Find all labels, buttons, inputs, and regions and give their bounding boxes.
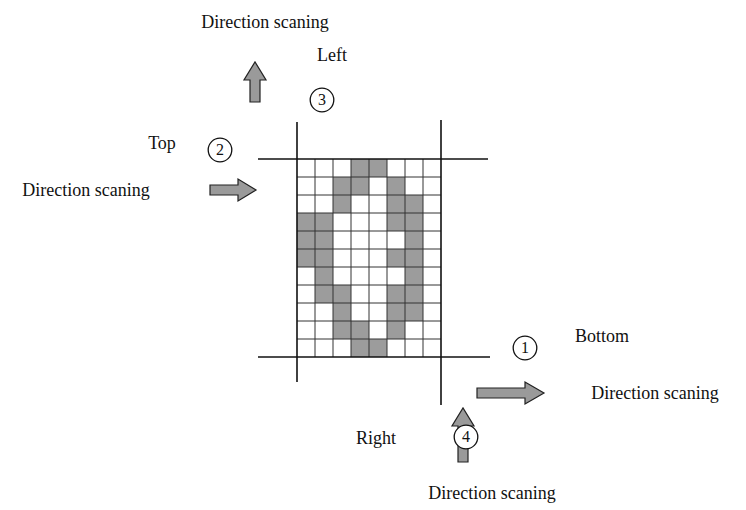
grid-lines xyxy=(297,159,441,357)
direction-label: Direction scaning xyxy=(428,484,555,502)
direction-label: Direction scaning xyxy=(201,13,328,31)
side-label: Bottom xyxy=(575,327,629,345)
step-circle: 3 xyxy=(309,87,335,113)
side-label: Top xyxy=(148,134,176,152)
direction-label: Direction scaning xyxy=(591,384,718,402)
boundary-lines xyxy=(258,120,490,405)
callout-number: 3 xyxy=(309,87,335,113)
callout-number: 2 xyxy=(207,137,233,163)
scan-arrows xyxy=(210,62,544,462)
step-circle: 2 xyxy=(207,137,233,163)
step-circle: 1 xyxy=(512,335,538,361)
side-label: Right xyxy=(356,429,396,447)
callout-number: 4 xyxy=(453,424,479,450)
direction-label: Direction scaning xyxy=(22,181,149,199)
callout-number: 1 xyxy=(512,335,538,361)
shaded-cells xyxy=(297,159,423,357)
side-label: Left xyxy=(317,46,347,64)
step-circle: 4 xyxy=(453,424,479,450)
